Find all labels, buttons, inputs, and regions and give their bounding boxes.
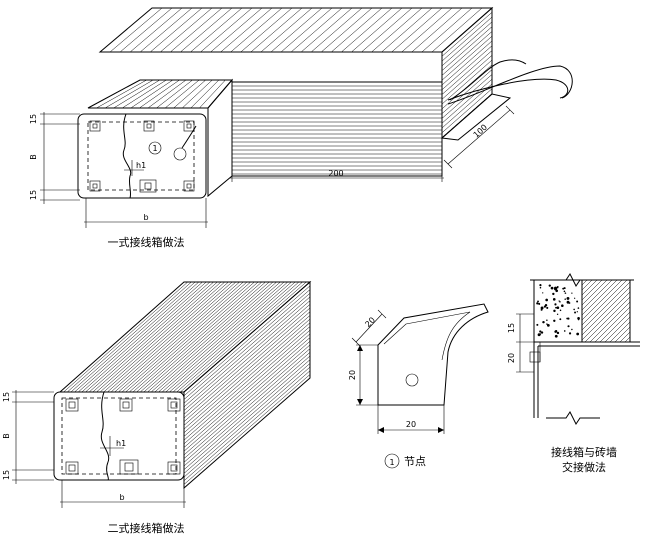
wall-detail: 15 20 接线箱与砖墙 交接做法: [507, 273, 640, 474]
brick-hatch: [581, 279, 631, 343]
wall-caption-line1: 接线箱与砖墙: [551, 445, 617, 459]
type1-node-number: 1: [152, 144, 157, 153]
type1-dim-15-bottom: 15: [29, 190, 38, 200]
type2-end-panel: h1: [53, 391, 185, 481]
type2-top-hatch: [59, 281, 311, 393]
type1-vertical-dimensions: 15 B 15: [29, 112, 80, 204]
type1-caption: 一式接线箱做法: [108, 235, 185, 249]
type1-dim-h1: h1: [136, 161, 146, 170]
node-caption-number: 1: [389, 458, 394, 467]
type2-width-dimension: b: [60, 480, 186, 508]
type1-front-box: [231, 81, 443, 177]
concrete-stipple: [536, 284, 580, 338]
type1-front-hatch: [232, 85, 442, 175]
type1-left-joint: [87, 78, 234, 198]
type1-dim-100: 100: [472, 123, 489, 140]
node-dim-20-vertical: 20: [348, 370, 357, 380]
type2-dim-15-bottom: 15: [2, 470, 11, 480]
node-dim-20-slant: 20: [363, 315, 377, 329]
node-dim-20-horizontal: 20: [406, 420, 416, 429]
type1-drawing: 1 h1 15 B 15 b: [29, 6, 573, 249]
wall-caption-line2: 交接做法: [562, 460, 606, 474]
type2-side-hatch: [183, 285, 311, 485]
node-detail: 20 20 20 1 节点: [348, 303, 489, 469]
type2-drawing: h1 15 B 15 b 二式接线箱做法: [2, 280, 312, 535]
type1-end-flap: 100: [440, 59, 573, 169]
wall-dim-20: 20: [507, 353, 516, 363]
type1-dim-B: B: [29, 154, 38, 160]
node-caption: 节点: [404, 455, 426, 468]
type1-end-panel: 1 h1: [77, 113, 207, 199]
type2-dim-b: b: [119, 493, 124, 502]
type1-width-dimension: b: [84, 198, 208, 228]
type1-dim-b: b: [143, 213, 148, 222]
type1-dim-15-top: 15: [29, 114, 38, 124]
type2-vertical-dimensions: 15 B 15: [2, 390, 54, 484]
type2-dim-h1: h1: [116, 439, 126, 448]
type2-dim-B: B: [2, 433, 11, 439]
type1-top-box: [98, 6, 494, 140]
wall-dim-15: 15: [507, 323, 516, 333]
type2-caption: 二式接线箱做法: [108, 521, 185, 535]
type1-top-hatch: [99, 7, 493, 138]
type1-left-hatch: [87, 79, 233, 109]
type2-dim-15-top: 15: [2, 392, 11, 402]
type1-length-dimension: 200: [230, 169, 444, 182]
type1-dim-200: 200: [328, 169, 343, 178]
